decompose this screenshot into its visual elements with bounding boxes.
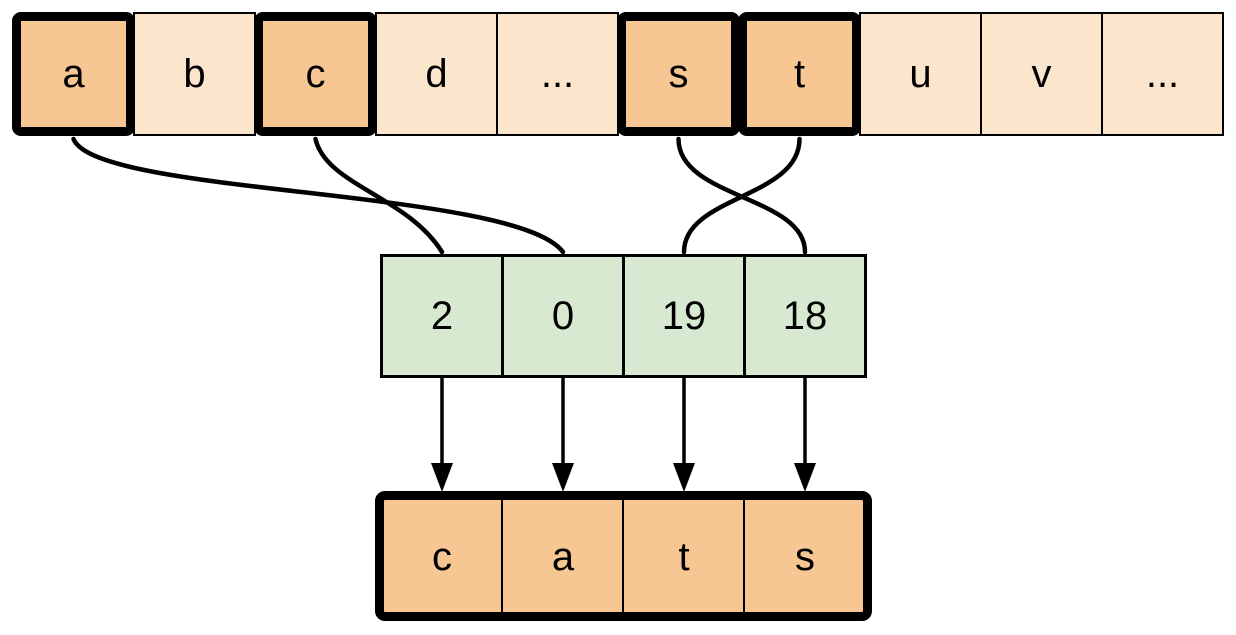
index-cell-0: 0 xyxy=(501,254,625,378)
index-cell-19: 19 xyxy=(622,254,746,378)
arrow-19-to-t xyxy=(673,377,695,492)
alphabet-cell-c: c xyxy=(254,12,377,136)
alphabet-cell-d: d xyxy=(375,12,498,136)
alphabet-cell-a: a xyxy=(12,12,135,136)
arrow-18-to-s xyxy=(794,377,816,492)
alphabet-cell-t: t xyxy=(738,12,861,136)
index-cell-2: 2 xyxy=(380,254,504,378)
alphabet-cell-v: v xyxy=(980,12,1103,136)
alphabet-cell-ellipsis-2: ... xyxy=(1101,12,1224,136)
output-cell-c: c xyxy=(380,496,504,617)
index-cell-18: 18 xyxy=(743,254,867,378)
curve-t-to-19 xyxy=(681,136,802,255)
output-row-outline xyxy=(375,491,872,621)
alphabet-cell-b: b xyxy=(133,12,256,136)
output-cell-s: s xyxy=(743,496,867,617)
arrow-0-to-a xyxy=(552,377,574,492)
output-cell-t: t xyxy=(622,496,746,617)
alphabet-cell-u: u xyxy=(859,12,982,136)
alphabet-cell-s: s xyxy=(617,12,740,136)
arrow-2-to-c xyxy=(431,377,453,492)
curve-c-to-2 xyxy=(313,136,445,255)
curve-s-to-18 xyxy=(676,136,808,255)
alphabet-cell-ellipsis-1: ... xyxy=(496,12,619,136)
curve-a-to-0 xyxy=(71,136,566,255)
